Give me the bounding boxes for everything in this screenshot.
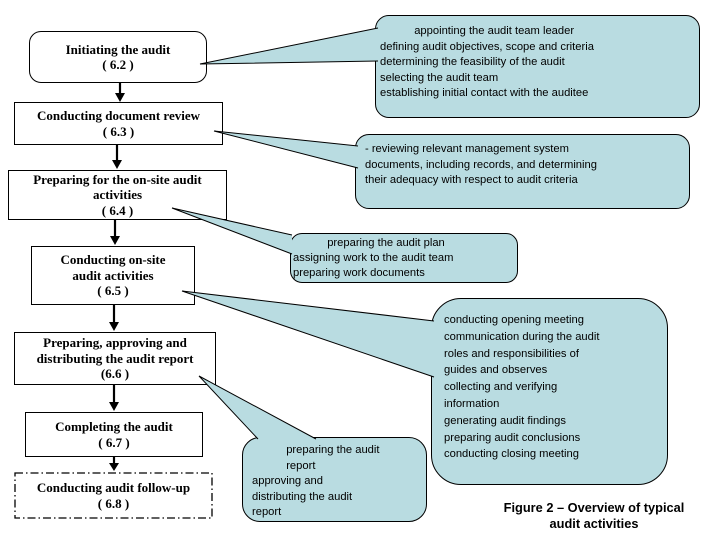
callout-tail-document-review: [213, 130, 359, 169]
flow-arrow-5: [109, 385, 119, 411]
flow-box-conducting-document-review: Conducting document review ( 6.3 ): [14, 102, 223, 145]
callout-tail-audit-report: [198, 375, 317, 440]
flow-box-initiating-the-audit: Initiating the audit ( 6.2 ): [29, 31, 207, 83]
callout-tail-initiating: [199, 27, 379, 65]
callout-on-site-activities-details: conducting opening meeting communication…: [431, 298, 668, 485]
flow-box-preparing-on-site-audit: Preparing for the on-site audit activiti…: [8, 170, 227, 220]
flow-arrow-2: [112, 145, 122, 169]
callout-audit-plan-details: preparing the audit plan assigning work …: [290, 233, 518, 283]
flow-arrow-6: [109, 457, 119, 471]
flow-box-completing-the-audit: Completing the audit ( 6.7 ): [25, 412, 203, 457]
callout-audit-report-details: preparing the audit report approving and…: [242, 437, 427, 522]
callout-document-review-details: - reviewing relevant management system d…: [355, 134, 690, 209]
flow-arrow-1: [115, 83, 125, 102]
callout-initiating-details: appointing the audit team leader definin…: [375, 15, 700, 118]
flow-box-conducting-on-site-audit: Conducting on-site audit activities ( 6.…: [31, 246, 195, 305]
flow-box-conducting-audit-follow-up: Conducting audit follow-up ( 6.8 ): [14, 472, 213, 519]
callout-tail-on-site: [181, 290, 435, 378]
figure-caption: Figure 2 – Overview of typical audit act…: [503, 500, 685, 531]
flow-box-preparing-distributing-report: Preparing, approving and distributing th…: [14, 332, 216, 385]
flow-arrow-4: [109, 305, 119, 331]
flow-arrow-3: [110, 220, 120, 245]
